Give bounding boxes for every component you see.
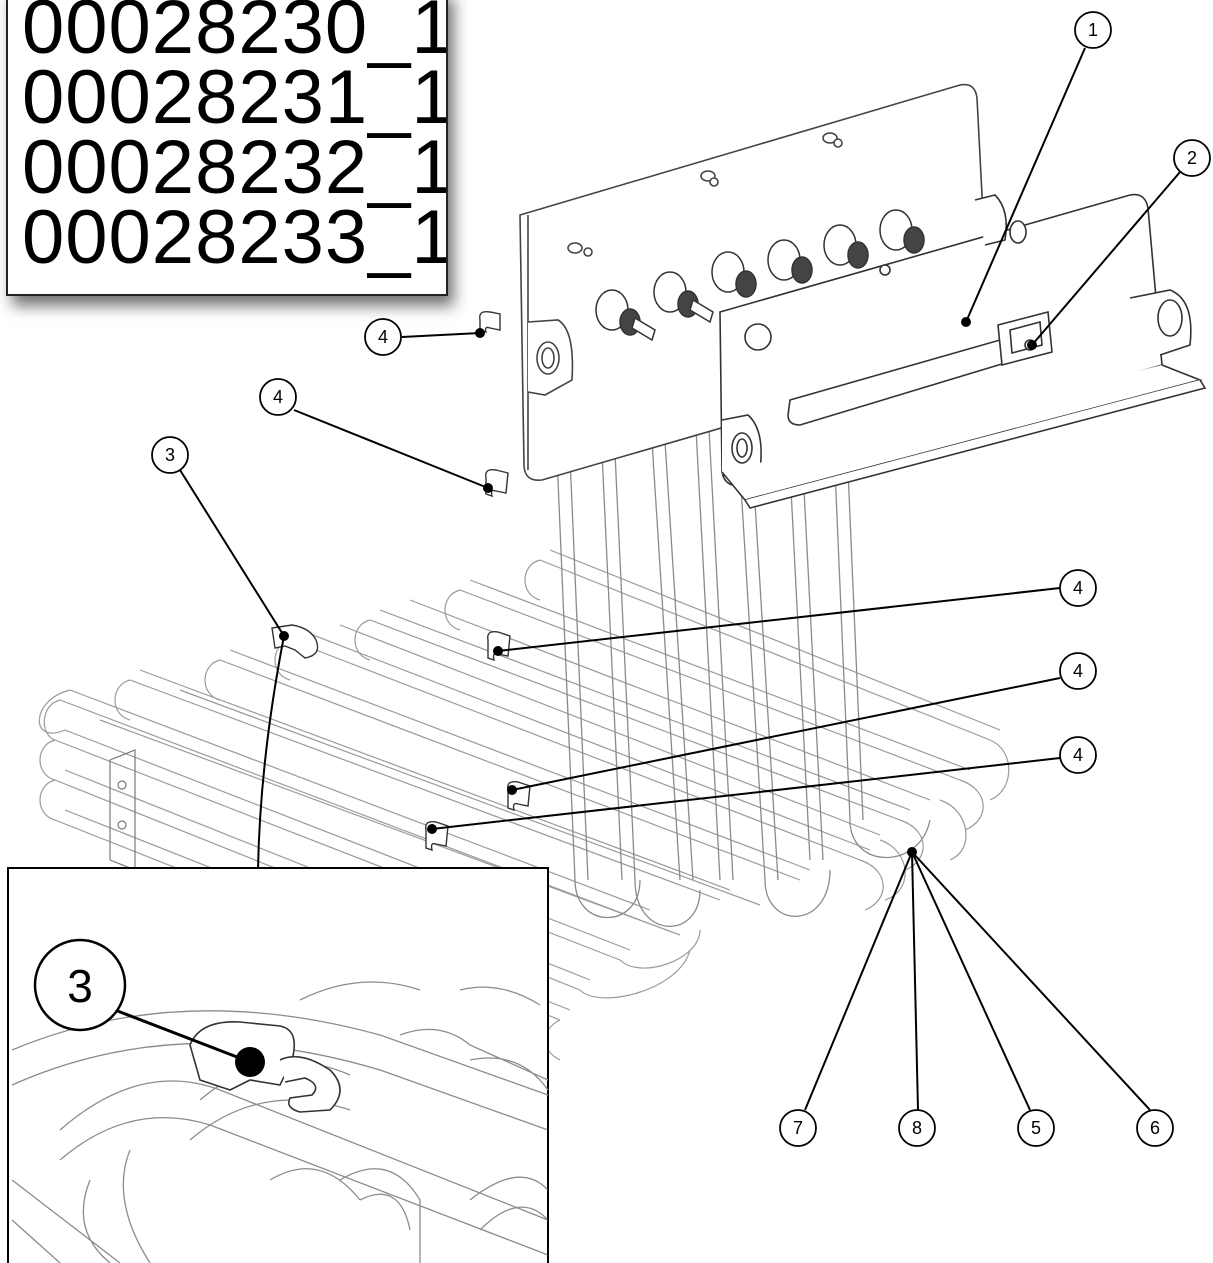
- part-number-box: 00028230_1 00028231_1 00028232_1 0002823…: [6, 0, 448, 296]
- callout-2-label: 2: [1187, 148, 1197, 168]
- part-number-line-2: 00028231_1: [22, 55, 448, 140]
- manifold-front-cover: [719, 193, 1207, 509]
- callout-3: 3: [151, 436, 189, 474]
- callout-8-label: 8: [912, 1118, 922, 1138]
- callout-5: 5: [1017, 1109, 1055, 1147]
- inset-leader-dot: [235, 1047, 265, 1077]
- clip-item3: [271, 624, 319, 659]
- callout-1: 1: [1074, 11, 1112, 49]
- callout-4-coil-a-label: 4: [1073, 578, 1083, 598]
- callout-7: 7: [779, 1109, 817, 1147]
- inset-leader-line: [114, 1008, 251, 1064]
- manifold-fittings: [595, 209, 925, 342]
- tube-clips: [271, 310, 531, 852]
- part-number-line-3: 00028232_1: [22, 125, 448, 210]
- callout-4-loose: 4: [259, 378, 297, 416]
- leader-lines: [179, 47, 1181, 1111]
- plate-studs: [567, 132, 843, 257]
- leader-dots: [279, 317, 1037, 857]
- inset-callout-bubble: [33, 938, 127, 1032]
- callout-1-label: 1: [1088, 20, 1098, 40]
- callout-4-upper-label: 4: [378, 327, 388, 347]
- callout-4-coil-c-label: 4: [1073, 745, 1083, 765]
- callout-7-label: 7: [793, 1118, 803, 1138]
- part-number-line-4: 00028233_1: [22, 195, 448, 280]
- inset-callout-label: 3: [67, 960, 93, 1012]
- part-number-line-1: 00028230_1: [22, 0, 448, 70]
- callout-8: 8: [898, 1109, 936, 1147]
- detail-inset: 3: [7, 867, 549, 1263]
- callout-4-loose-label: 4: [273, 387, 283, 407]
- callout-4-upper: 4: [364, 318, 402, 356]
- riser-tubes: [554, 409, 931, 927]
- callout-6: 6: [1136, 1109, 1174, 1147]
- clip-loose-upper: [479, 310, 501, 334]
- callout-3-label: 3: [165, 445, 175, 465]
- clip-on-coil-a: [487, 630, 511, 662]
- coil-left-bends: [38, 559, 541, 821]
- callout-6-label: 6: [1150, 1118, 1160, 1138]
- callout-4-coil-a: 4: [1059, 569, 1097, 607]
- callout-2: 2: [1173, 139, 1211, 177]
- callout-4-coil-b-label: 4: [1073, 661, 1083, 681]
- callout-4-coil-c: 4: [1059, 736, 1097, 774]
- callout-5-label: 5: [1031, 1118, 1041, 1138]
- callout-4-coil-b: 4: [1059, 652, 1097, 690]
